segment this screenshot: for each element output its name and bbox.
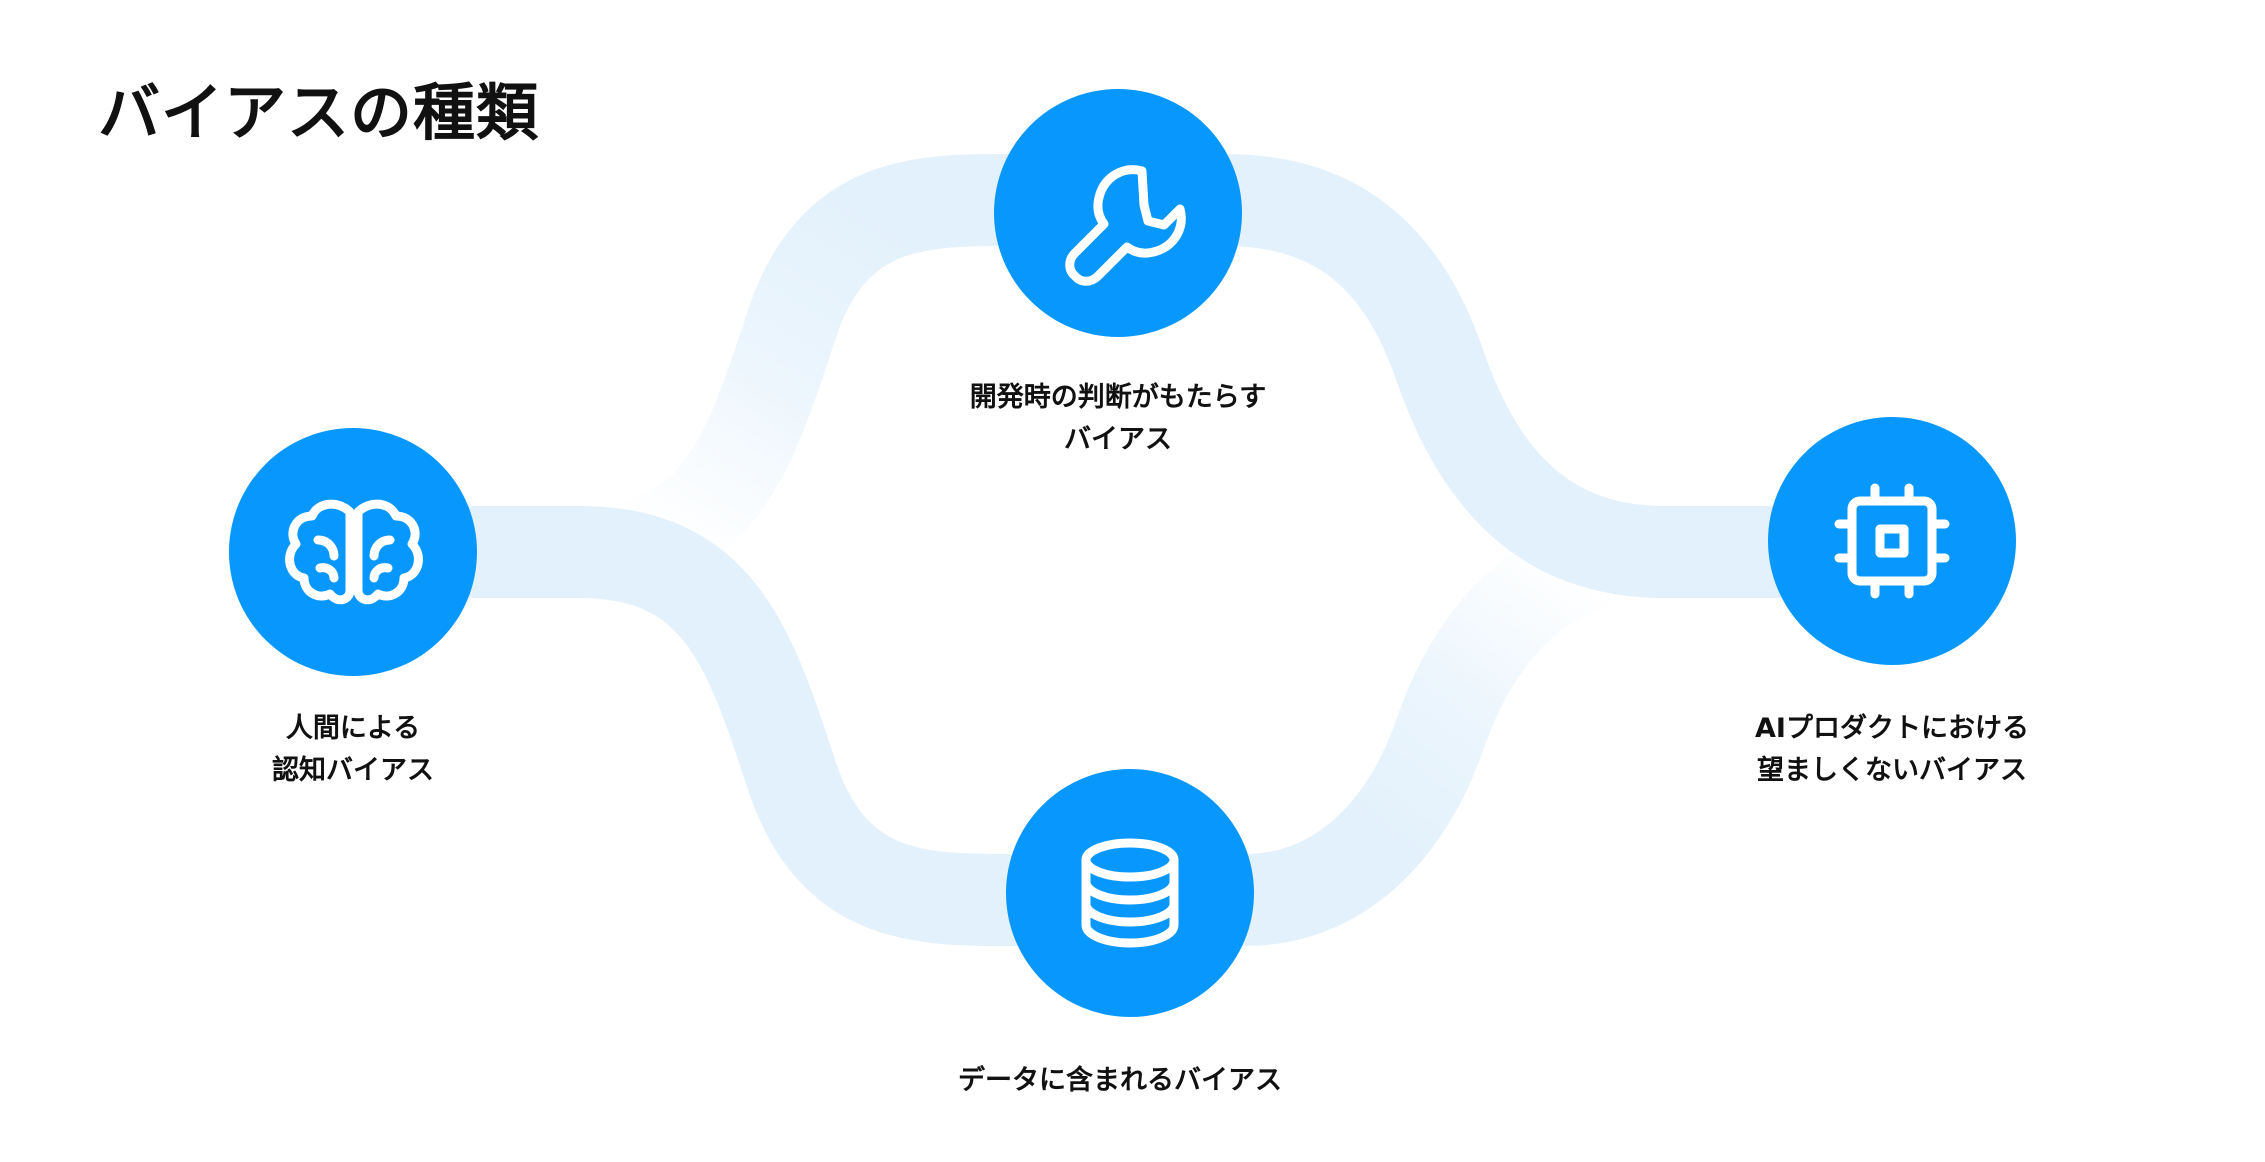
node-label-human: 人間による 認知バイアス — [272, 713, 434, 786]
path-human-to-development — [578, 154, 1118, 598]
node-circle — [1768, 417, 2016, 665]
node-label-ai-product: AIプロダクトにおける 望ましくないバイアス — [1755, 713, 2029, 786]
node-development — [994, 89, 1242, 337]
node-label-development: 開発時の判断がもたらす バイアス — [969, 382, 1267, 455]
node-human — [229, 428, 477, 676]
connector-paths — [440, 154, 1800, 946]
database-icon — [1081, 838, 1179, 948]
brain-icon — [285, 499, 423, 605]
node-circle — [1006, 769, 1254, 1017]
node-label-data: データに含まれるバイアス — [958, 1065, 1282, 1096]
node-data — [1006, 769, 1254, 1017]
node-ai-product — [1768, 417, 2016, 665]
path-human-to-data — [440, 506, 1120, 946]
chip-icon — [1834, 483, 1950, 599]
node-circle — [994, 89, 1242, 337]
wrench-icon — [1065, 165, 1186, 286]
page-title: バイアスの種類 — [98, 76, 540, 149]
path-data-to-ai — [1120, 506, 1667, 946]
